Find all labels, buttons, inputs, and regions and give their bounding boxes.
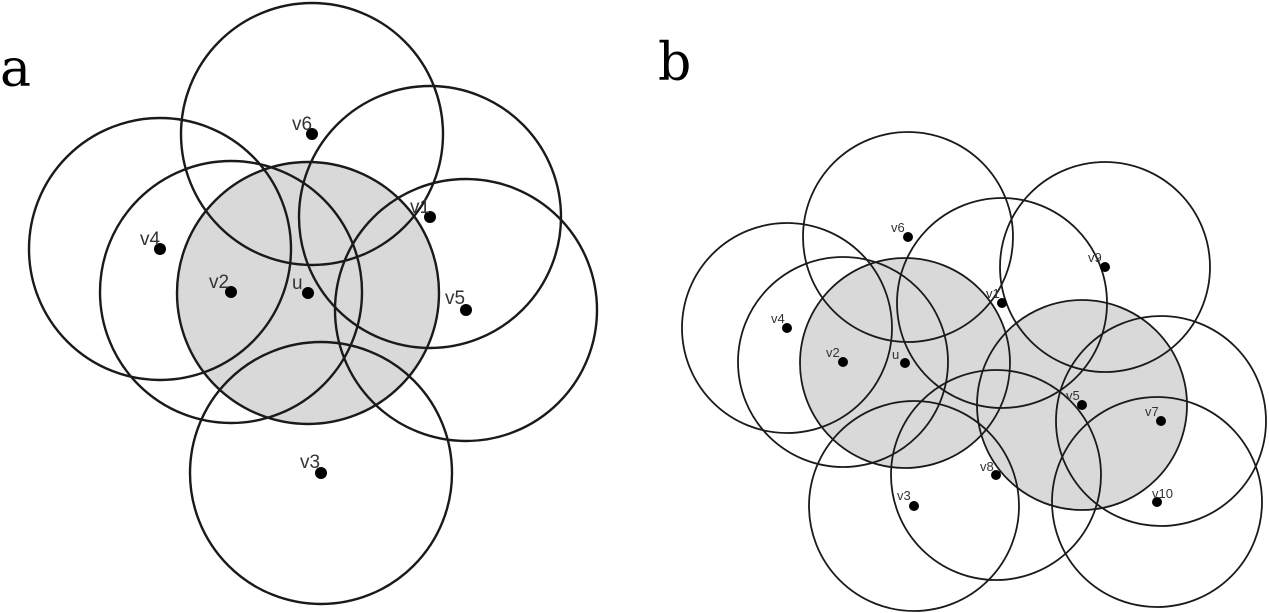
node-label-v1: v1	[410, 197, 430, 218]
range-circle-u	[799, 257, 1011, 469]
node-dot-v1	[424, 211, 436, 223]
node-dot-v6	[306, 128, 318, 140]
node-dot-v6	[903, 232, 913, 242]
node-dot-v2	[838, 357, 848, 367]
node-dot-u	[900, 358, 910, 368]
range-circle-v7	[1055, 315, 1267, 527]
node-label-v8: v8	[980, 459, 994, 474]
range-circle-v3	[808, 400, 1020, 612]
node-label-v2: v2	[826, 345, 840, 360]
panel-a-letter: a	[0, 39, 31, 99]
node-dot-v5	[460, 304, 472, 316]
range-circle-v6	[179, 1, 445, 267]
node-label-v10: v10	[1152, 486, 1173, 501]
node-dot-v4	[154, 243, 166, 255]
node-label-v3: v3	[300, 452, 320, 473]
node-dot-v8	[991, 470, 1001, 480]
node-dot-v3	[909, 501, 919, 511]
node-dot-v3	[315, 467, 327, 479]
panel-b-letter: b	[658, 33, 691, 93]
range-circle-v5	[976, 299, 1188, 511]
node-label-v5: v5	[1066, 388, 1080, 403]
range-circle-v2	[737, 256, 949, 468]
range-circle-v2	[98, 159, 364, 425]
node-dot-v4	[782, 323, 792, 333]
range-circle-v6	[802, 131, 1014, 343]
node-label-v2: v2	[209, 272, 229, 293]
node-dot-v5	[1077, 400, 1087, 410]
range-circle-v10	[1051, 396, 1263, 608]
node-label-v6: v6	[292, 114, 312, 135]
node-label-v5: v5	[445, 288, 465, 309]
node-label-u: u	[892, 347, 899, 362]
range-circle-v5	[333, 177, 599, 443]
panel-a: a v6 v4 v2 u v1 v5 v3	[0, 1, 599, 606]
node-dot-v1	[997, 298, 1007, 308]
node-label-v3: v3	[897, 488, 911, 503]
node-label-v7: v7	[1145, 404, 1159, 419]
node-dot-u	[302, 287, 314, 299]
node-dot-v7	[1156, 416, 1166, 426]
range-circle-v1	[297, 84, 563, 350]
node-label-v1: v1	[986, 286, 1000, 301]
node-label-v6: v6	[891, 220, 905, 235]
node-label-u: u	[292, 273, 303, 294]
node-dot-v2	[225, 286, 237, 298]
range-circle-v4	[27, 116, 293, 382]
node-label-v4: v4	[771, 311, 785, 326]
node-label-v4: v4	[140, 229, 161, 250]
range-circle-v9	[999, 161, 1211, 373]
node-label-v9: v9	[1088, 250, 1102, 265]
node-dot-v9	[1100, 262, 1110, 272]
range-circle-v8	[890, 369, 1102, 581]
range-circle-u	[175, 160, 441, 426]
range-circle-v4	[681, 222, 893, 434]
panel-b: b v6 v9 v4 v1 v2 u v5 v7 v8 v3 v10	[658, 33, 1267, 612]
range-circle-v3	[188, 340, 454, 606]
node-dot-v10	[1152, 497, 1162, 507]
